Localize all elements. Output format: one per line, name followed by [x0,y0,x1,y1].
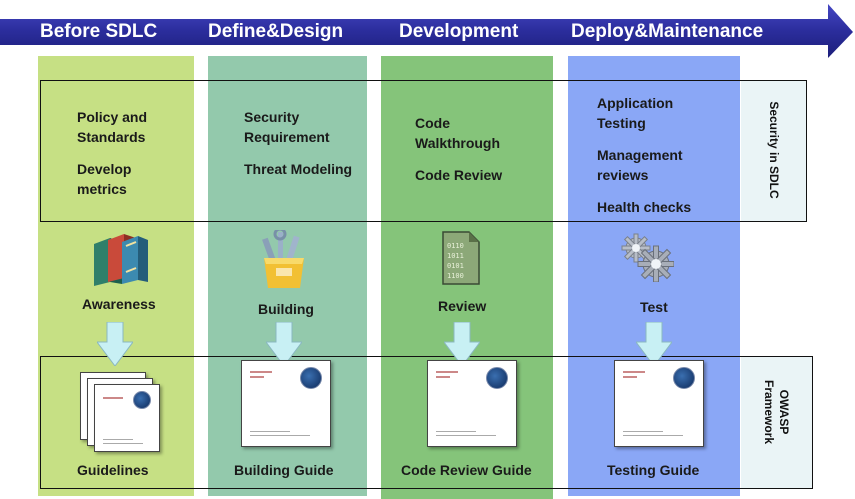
security-in-sdlc-box [40,80,807,222]
phase-title-define-design: Define&Design [208,21,344,42]
activity-code-walkthrough: Code Walkthrough [415,115,501,151]
sdlc-timeline-arrow [0,4,853,58]
activity-group-development: Code Walkthrough Code Review [415,113,515,185]
framework-side-panel: OWASP Framework [741,357,812,488]
owasp-framework-box [40,356,813,489]
stage-building: Building [258,301,314,317]
activity-code-review: Code Review [415,167,503,183]
down-arrow-icon [266,322,302,366]
binary-document-icon: 0110 1011 0101 1100 [442,231,480,285]
phase-title-deploy-maintenance: Deploy&Maintenance [571,21,764,42]
activity-group-before: Policy and Standards Develop metrics [77,107,177,199]
activity-group-deploy: Application Testing Management reviews H… [597,93,697,217]
stage-review: Review [438,298,487,314]
phase-title-before-sdlc: Before SDLC [40,21,158,42]
activity-management-reviews: Management reviews [597,147,683,183]
svg-text:1011: 1011 [447,252,464,260]
activity-security-requirement: Security Requirement [244,109,330,145]
stage-test: Test [640,299,668,315]
owasp-document-icon [614,360,704,447]
security-side-panel: Security in SDLC [741,81,806,221]
activity-group-define: Security Requirement Threat Modeling [244,107,354,179]
guide-building-guide: Building Guide [234,462,334,478]
down-arrow-icon [636,322,672,366]
activity-health-checks: Health checks [597,199,692,215]
activity-policy-standards: Policy and Standards [77,109,148,145]
down-arrow-icon [444,322,480,366]
stage-awareness: Awareness [82,296,156,312]
toolbox-icon [262,230,304,288]
activity-develop-metrics: Develop metrics [77,161,132,197]
svg-text:0110: 0110 [447,242,464,250]
owasp-document-icon [94,384,160,452]
books-icon [94,234,148,286]
down-arrow-icon [97,322,133,366]
svg-text:0101: 0101 [447,262,464,270]
guide-testing-guide: Testing Guide [607,462,700,478]
svg-text:1100: 1100 [447,272,464,280]
owasp-document-icon [427,360,517,447]
phase-title-development: Development [399,21,519,42]
activity-threat-modeling: Threat Modeling [244,161,353,177]
gears-icon [621,233,674,282]
owasp-document-icon [241,360,331,447]
activity-application-testing: Application Testing [597,95,674,131]
guide-guidelines: Guidelines [77,462,149,478]
guide-code-review-guide: Code Review Guide [401,462,532,478]
